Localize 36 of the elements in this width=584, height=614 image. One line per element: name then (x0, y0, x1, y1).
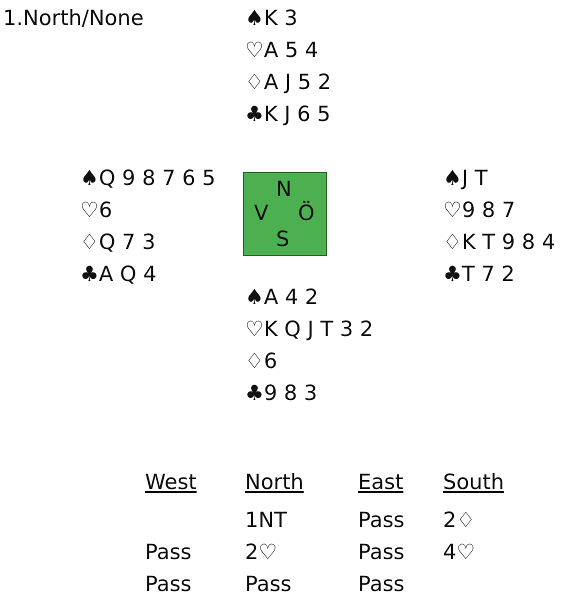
bid: Pass (245, 571, 292, 597)
bid: Pass (358, 507, 404, 533)
hand-line: ♣K J 6 5 (245, 101, 331, 127)
compass-letter: Ö (298, 201, 315, 225)
compass-square (243, 172, 327, 256)
auction-header: South (443, 469, 504, 495)
hand-line: ♢A J 5 2 (245, 69, 332, 95)
hand-line: ♠J T (443, 165, 488, 191)
hand-line: ♡6 (80, 197, 112, 223)
hand-line: ♢K T 9 8 4 (443, 229, 556, 255)
bid: 2♡ (245, 539, 278, 565)
hand-line: ♡K Q J T 3 2 (245, 316, 374, 342)
deal-title: 1.North/None (3, 5, 144, 31)
compass-letter: V (254, 201, 268, 225)
hand-line: ♣T 7 2 (443, 261, 515, 287)
bid: Pass (145, 539, 192, 565)
bid: 1NT (245, 507, 287, 533)
auction-header: North (245, 469, 304, 495)
auction-header: East (358, 469, 404, 495)
hand-line: ♣A Q 4 (80, 261, 156, 287)
hand-line: ♠A 4 2 (245, 284, 318, 310)
bid: 4♡ (443, 539, 476, 565)
hand-line: ♠Q 9 8 7 6 5 (80, 165, 216, 191)
hand-line: ♢Q 7 3 (80, 229, 156, 255)
hand-line: ♡A 5 4 (245, 37, 318, 63)
auction-header: West (145, 469, 197, 495)
compass-letter: N (276, 177, 292, 201)
bid: Pass (358, 539, 404, 565)
compass-letter: S (276, 227, 290, 251)
hand-line: ♢6 (245, 348, 278, 374)
bid: 2♢ (443, 507, 476, 533)
bid: Pass (358, 571, 404, 597)
hand-line: ♡9 8 7 (443, 197, 516, 223)
hand-line: ♠K 3 (245, 5, 298, 31)
hand-line: ♣9 8 3 (245, 380, 318, 406)
bid: Pass (145, 571, 192, 597)
